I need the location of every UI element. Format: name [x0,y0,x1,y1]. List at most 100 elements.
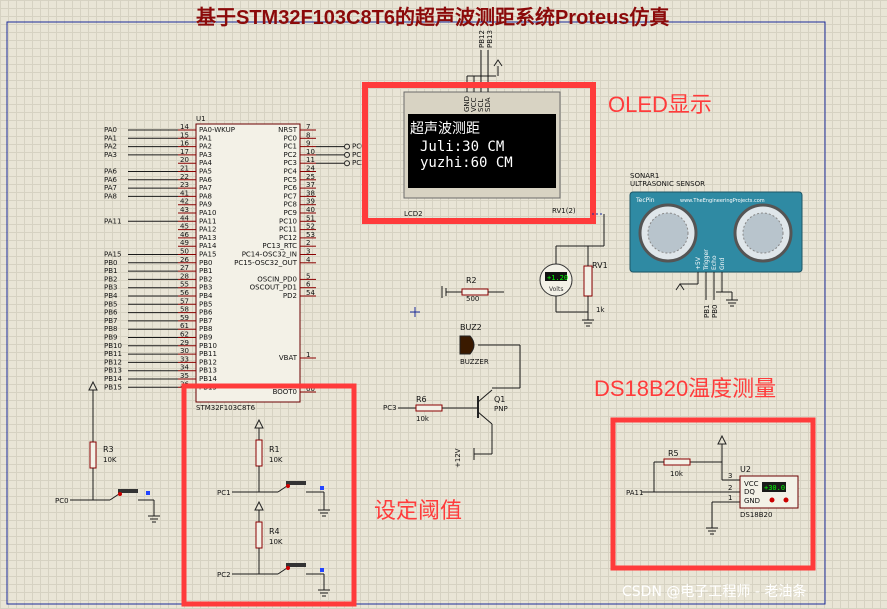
r5-ref: R5 [668,449,679,458]
r3-value: 10K [103,456,117,464]
mcu-pin-number: 41 [180,189,189,197]
mcu-pin-name: PC5 [283,176,297,184]
r6-net: PC3 [383,404,397,412]
page-title: 基于STM32F103C8T6的超声波测距系统Proteus仿真 [196,5,669,29]
mcu-pin-name: PB8 [199,325,212,333]
mcu-pin-name: BOOT0 [273,388,297,396]
meter-value: +1.20 [547,274,568,282]
mcu-pin-net: PB12 [104,358,122,366]
button-pc1[interactable] [277,481,324,493]
r2-ref: R2 [466,276,477,285]
mcu-pin-number: 42 [180,198,189,206]
mcu-pin-name: PC2 [283,151,297,159]
mcu-pin-net: PB4 [104,292,118,300]
mcu-pin-net: PA0 [104,126,117,134]
mcu-pin-net: PA3 [104,151,117,159]
sonar-probe: RV1(2) [552,207,576,215]
oled-pin-label: SDA [484,97,492,112]
buzzer-body[interactable] [459,335,475,355]
r2-value: 500 [466,295,479,303]
mcu-pin-net: PB8 [104,325,117,333]
mcu-pin-name: PB3 [199,284,212,292]
r6-value: 10k [416,415,430,423]
rv1-body[interactable] [583,265,593,297]
mcu-pin-number: 25 [306,173,315,181]
mcu-pin-name: PC13_RTC [262,242,297,250]
q1-supply: +12V [454,448,462,468]
ds18b20-sensor[interactable]: +30.0 [739,475,799,509]
mcu-pin-number: 1 [306,351,310,359]
mcu-pin-number: 52 [306,223,315,231]
mcu-pin-name: PC12 [279,234,297,242]
r3-ref: R3 [103,445,114,454]
q1-transistor[interactable] [477,389,493,454]
mcu-pin-name: PB0 [199,259,212,267]
mcu-pin-name: PC8 [283,201,297,209]
mcu-pin-number: 45 [180,223,189,231]
mcu-pin-name: PB9 [199,334,212,342]
oled-caption: OLED显示 [608,92,712,117]
mcu-pin-number: 38 [306,189,315,197]
r6-body[interactable] [415,404,443,412]
mcu-pin-number: 40 [306,206,315,214]
mcu-pin-number: 43 [180,206,189,214]
mcu-pin-name: PC6 [283,184,297,192]
oled-module[interactable]: 超声波测距 Juli:30 CM yuzhi:60 CM [403,91,561,199]
ultrasonic-sensor[interactable]: TecPin www.TheEngineeringProjects.com [629,191,803,273]
oled-ref: LCD2 [404,210,423,218]
pc-net-label: PC0 [352,143,366,151]
mcu-pin-net: PB14 [104,375,122,383]
mcu-pin-net: PA8 [104,192,117,200]
mcu-pin-number: 51 [306,214,315,222]
sonar-net-1: PB1 [703,305,711,318]
r5-body[interactable] [663,458,691,466]
mcu-pin-number: 29 [180,339,189,347]
mcu-pin-name: PA3 [199,151,212,159]
mcu-pin-number: 21 [180,165,189,173]
mcu-pin-name: OSCIN_PD0 [257,275,297,283]
ds18b20-net: PA11 [626,489,643,497]
mcu-pin-net: PB9 [104,334,117,342]
mcu-pin-name: PB2 [199,275,212,283]
sonar-pin-label: Trigger [703,249,710,271]
ds18b20-pin-num-2: 2 [728,484,732,492]
oled-pin-label: SCL [477,99,485,112]
meter-unit: Volts [549,286,563,293]
r3-body[interactable] [89,441,97,469]
mcu-pin-name: PB14 [199,375,217,383]
mcu-pin-number: 10 [306,148,315,156]
mcu-pin-number: 17 [180,148,189,156]
mcu-pin-number: 28 [180,272,189,280]
mcu-pin-number: 22 [180,173,189,181]
mcu-pin-name: PB7 [199,317,212,325]
pc-net-label: PC2 [352,159,366,167]
mcu-right-pins: 7NRST8PC09PC110PC211PC324PC425PC537PC638… [234,123,316,396]
mcu-pin-number: 8 [306,131,310,139]
r3-net: PC0 [55,497,69,505]
r4-body[interactable] [255,521,263,549]
r5-value: 10k [670,470,684,478]
mcu-pin-name: PC9 [283,209,297,217]
mcu-pin-net: PA11 [104,217,121,225]
pc-net-terminal [344,151,350,158]
voltmeter[interactable]: +1.20 Volts [539,263,573,297]
mcu-pin-name: PB10 [199,342,217,350]
mcu-pin-number: 49 [180,239,189,247]
button-pc2[interactable] [277,563,324,575]
mcu-pin-name: PA15 [199,251,216,259]
sonar-net-2: PB0 [711,305,719,318]
oled-highlight-box [362,82,596,224]
ds18b20-caption: DS18B20温度测量 [594,376,776,401]
r1-body[interactable] [255,439,263,467]
mcu-pin-net: PB5 [104,300,117,308]
oled-net-1: PB12 [478,30,486,48]
sonar-pin-label: Echo [711,255,718,270]
mcu-pin-name: PA2 [199,143,212,151]
pc-net-terminal [344,160,350,167]
mcu-pin-number: 7 [306,123,310,131]
oled-pin-label: GND [463,96,471,112]
mcu-pin-net: PA7 [104,184,117,192]
button-pc0[interactable] [109,489,150,501]
